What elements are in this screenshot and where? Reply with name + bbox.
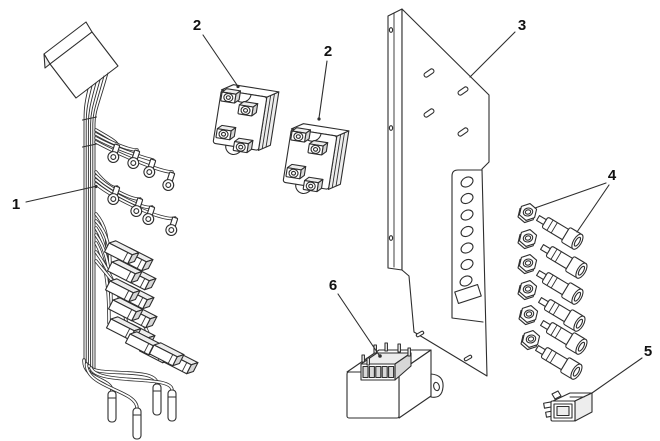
callout-leader-4a — [534, 182, 607, 209]
panel-flange-holes — [388, 27, 394, 241]
bullet-terminal-icon — [107, 390, 117, 423]
callout-leader-1 — [25, 185, 96, 203]
harness-spade-branches — [94, 212, 199, 377]
terminal-pin-icon — [407, 347, 411, 357]
callout-leader-4b — [576, 184, 610, 233]
callout-label-2b: 2 — [324, 43, 332, 60]
callout-label-3: 3 — [518, 17, 526, 34]
harness-connector-box-icon — [43, 21, 119, 99]
panel-inner-strip — [451, 169, 484, 323]
callout-leader-5 — [591, 357, 643, 394]
terminal-pin-icon — [384, 342, 388, 352]
panel-rect-slot — [454, 284, 482, 304]
wiring-harness — [43, 21, 199, 440]
callout-label-2a: 2 — [193, 17, 201, 34]
callout-leader-6 — [337, 293, 380, 356]
bullet-terminal-icon — [152, 383, 162, 416]
callout-label-1: 1 — [12, 196, 20, 213]
switch-rocker — [556, 405, 570, 417]
callout-leader-2a — [202, 34, 238, 86]
callout-label-5: 5 — [644, 343, 652, 360]
callout-label-4: 4 — [608, 167, 617, 184]
transformer — [346, 342, 444, 419]
callout-leader-3 — [469, 31, 516, 78]
terminal-pin-icon — [366, 357, 370, 366]
harness-wire-bundle — [81, 72, 109, 379]
harness-ring-terminal-branches — [94, 128, 182, 238]
callout-label-6: 6 — [329, 277, 337, 294]
bullet-terminal-icon — [167, 389, 177, 422]
panel-flange — [387, 8, 403, 271]
harness-bullet-terminals — [82, 358, 177, 440]
mounting-panel — [387, 8, 490, 377]
panel-hole-column — [454, 176, 482, 304]
callout-leader-2b — [318, 60, 328, 119]
rocker-switch — [543, 390, 593, 422]
callouts: 1 2 2 3 4 5 6 — [12, 17, 652, 394]
panel-face-slots — [415, 68, 473, 362]
bullet-terminal-icon — [132, 407, 142, 440]
terminal-pin-icon — [361, 354, 365, 363]
terminal-pin-icon — [397, 343, 401, 353]
